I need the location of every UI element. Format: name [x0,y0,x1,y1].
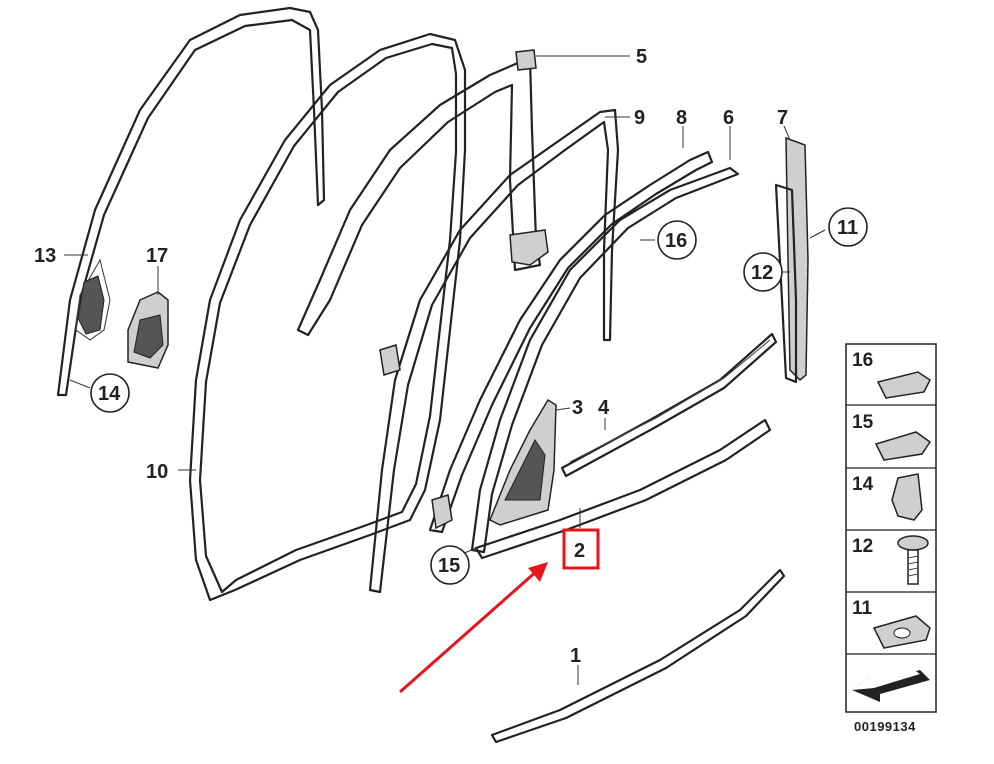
part-17-bracket [127,291,169,369]
legend-label-16: 16 [852,350,873,371]
part-13-frame-seal [56,6,326,397]
reference-number: 00199134 [854,719,916,734]
callout-15: 15 [438,555,460,577]
callout-4: 4 [598,397,610,419]
callout-10: 10 [146,461,168,483]
part-4-belt-molding [560,332,778,478]
callout-5: 5 [636,46,647,68]
callout-1: 1 [570,645,581,667]
callout-labels: 5 9 8 6 7 13 17 10 3 4 1 [34,46,788,667]
callout-17: 17 [146,245,168,267]
part-5-pillar-trim [296,49,549,337]
red-arrow [399,562,548,694]
callout-16-circle: 16 [657,220,697,260]
part-3-mirror-triangle [489,398,557,526]
legend-label-14: 14 [852,474,874,495]
callout-6: 6 [723,107,734,129]
part-10-door-seal [188,32,467,602]
callout-2: 2 [574,540,585,562]
legend-item-14: 14 [852,473,923,521]
legend-panel: 16 15 14 12 11 [845,343,937,713]
legend-item-12: 12 [852,535,929,585]
callout-16: 16 [665,230,687,252]
callout-8: 8 [676,107,687,129]
part-2-triangle-seal [474,418,772,560]
legend-label-15: 15 [852,412,874,433]
part-6-outer-channel [470,166,740,554]
callout-13: 13 [34,245,56,267]
circled-callouts: 11 12 14 15 16 [90,207,868,585]
legend-label-11: 11 [852,598,873,619]
callout-14: 14 [98,383,121,405]
legend-label-12: 12 [852,536,873,557]
part-8-glass-channel [428,150,714,534]
legend-item-15: 15 [852,412,932,461]
part-7-pillar-cover [774,136,809,384]
callout-11: 11 [837,217,858,239]
part-9-window-seal [368,108,620,594]
part-1-sill-seal [490,568,786,744]
callout-15-circle: 15 [430,545,470,585]
callout-3: 3 [572,397,583,419]
callout-9: 9 [634,107,645,129]
legend-item-16: 16 [852,350,931,399]
leader-lines [64,55,826,685]
legend-footer-arrow-icon [852,670,930,702]
callout-12-circle: 12 [743,252,783,292]
callout-12: 12 [751,262,773,284]
legend-item-11: 11 [852,598,931,649]
highlight-box-2: 2 [562,528,600,570]
callout-11-circle: 11 [828,207,868,247]
callout-14-circle: 14 [90,373,130,413]
callout-7: 7 [777,107,788,129]
